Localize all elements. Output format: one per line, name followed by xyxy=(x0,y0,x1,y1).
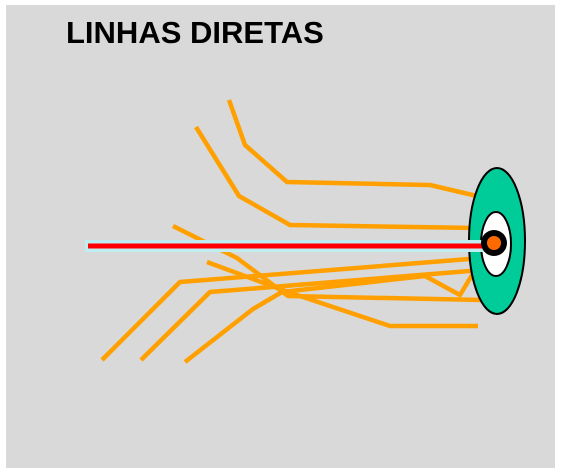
indirect-lines xyxy=(100,99,483,364)
indirect-line xyxy=(194,125,479,231)
target-center-dot xyxy=(487,236,501,250)
indirect-line xyxy=(226,99,478,199)
indirect-line xyxy=(139,267,483,362)
indirect-line xyxy=(183,263,480,364)
page-title: LINHAS DIRETAS xyxy=(66,15,324,50)
diagram-slide xyxy=(6,5,555,468)
indirect-line xyxy=(206,259,478,329)
indirect-line xyxy=(100,255,483,362)
